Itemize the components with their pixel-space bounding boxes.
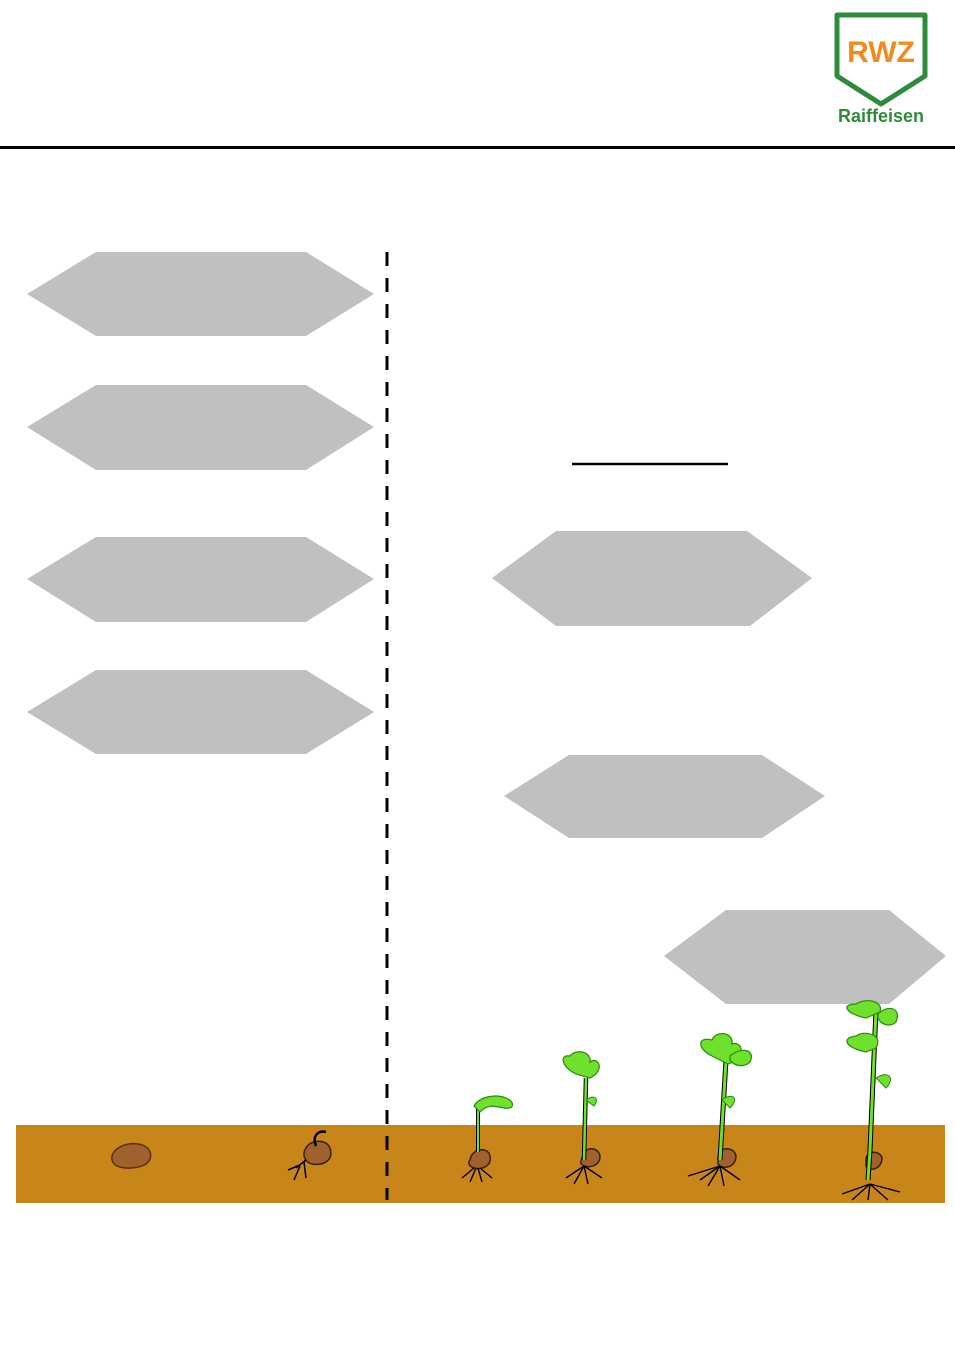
seedling-two-leaves-icon: [687, 1033, 752, 1187]
seedling-hook-icon: [461, 1095, 514, 1183]
seedling-first-leaf-icon: [562, 1051, 603, 1185]
logo-sub-text: Raiffeisen: [838, 106, 924, 126]
germinating-seed-icon: [287, 1130, 332, 1181]
label-box-right-3: [664, 910, 946, 1004]
rwz-logo: RWZ Raiffeisen: [832, 12, 932, 128]
label-box-right-1: [492, 531, 812, 626]
label-box-right-2: [504, 755, 825, 838]
seed-icon: [111, 1142, 152, 1169]
header-divider: [0, 146, 955, 149]
label-box-left-4: [27, 670, 374, 754]
label-box-left-3: [27, 537, 374, 622]
rwz-shield-icon: RWZ Raiffeisen: [834, 12, 928, 126]
logo-main-text: RWZ: [847, 36, 915, 69]
label-box-left-1: [27, 252, 374, 336]
seedling-three-leaves-icon: [841, 1000, 901, 1201]
label-box-left-2: [27, 385, 374, 470]
